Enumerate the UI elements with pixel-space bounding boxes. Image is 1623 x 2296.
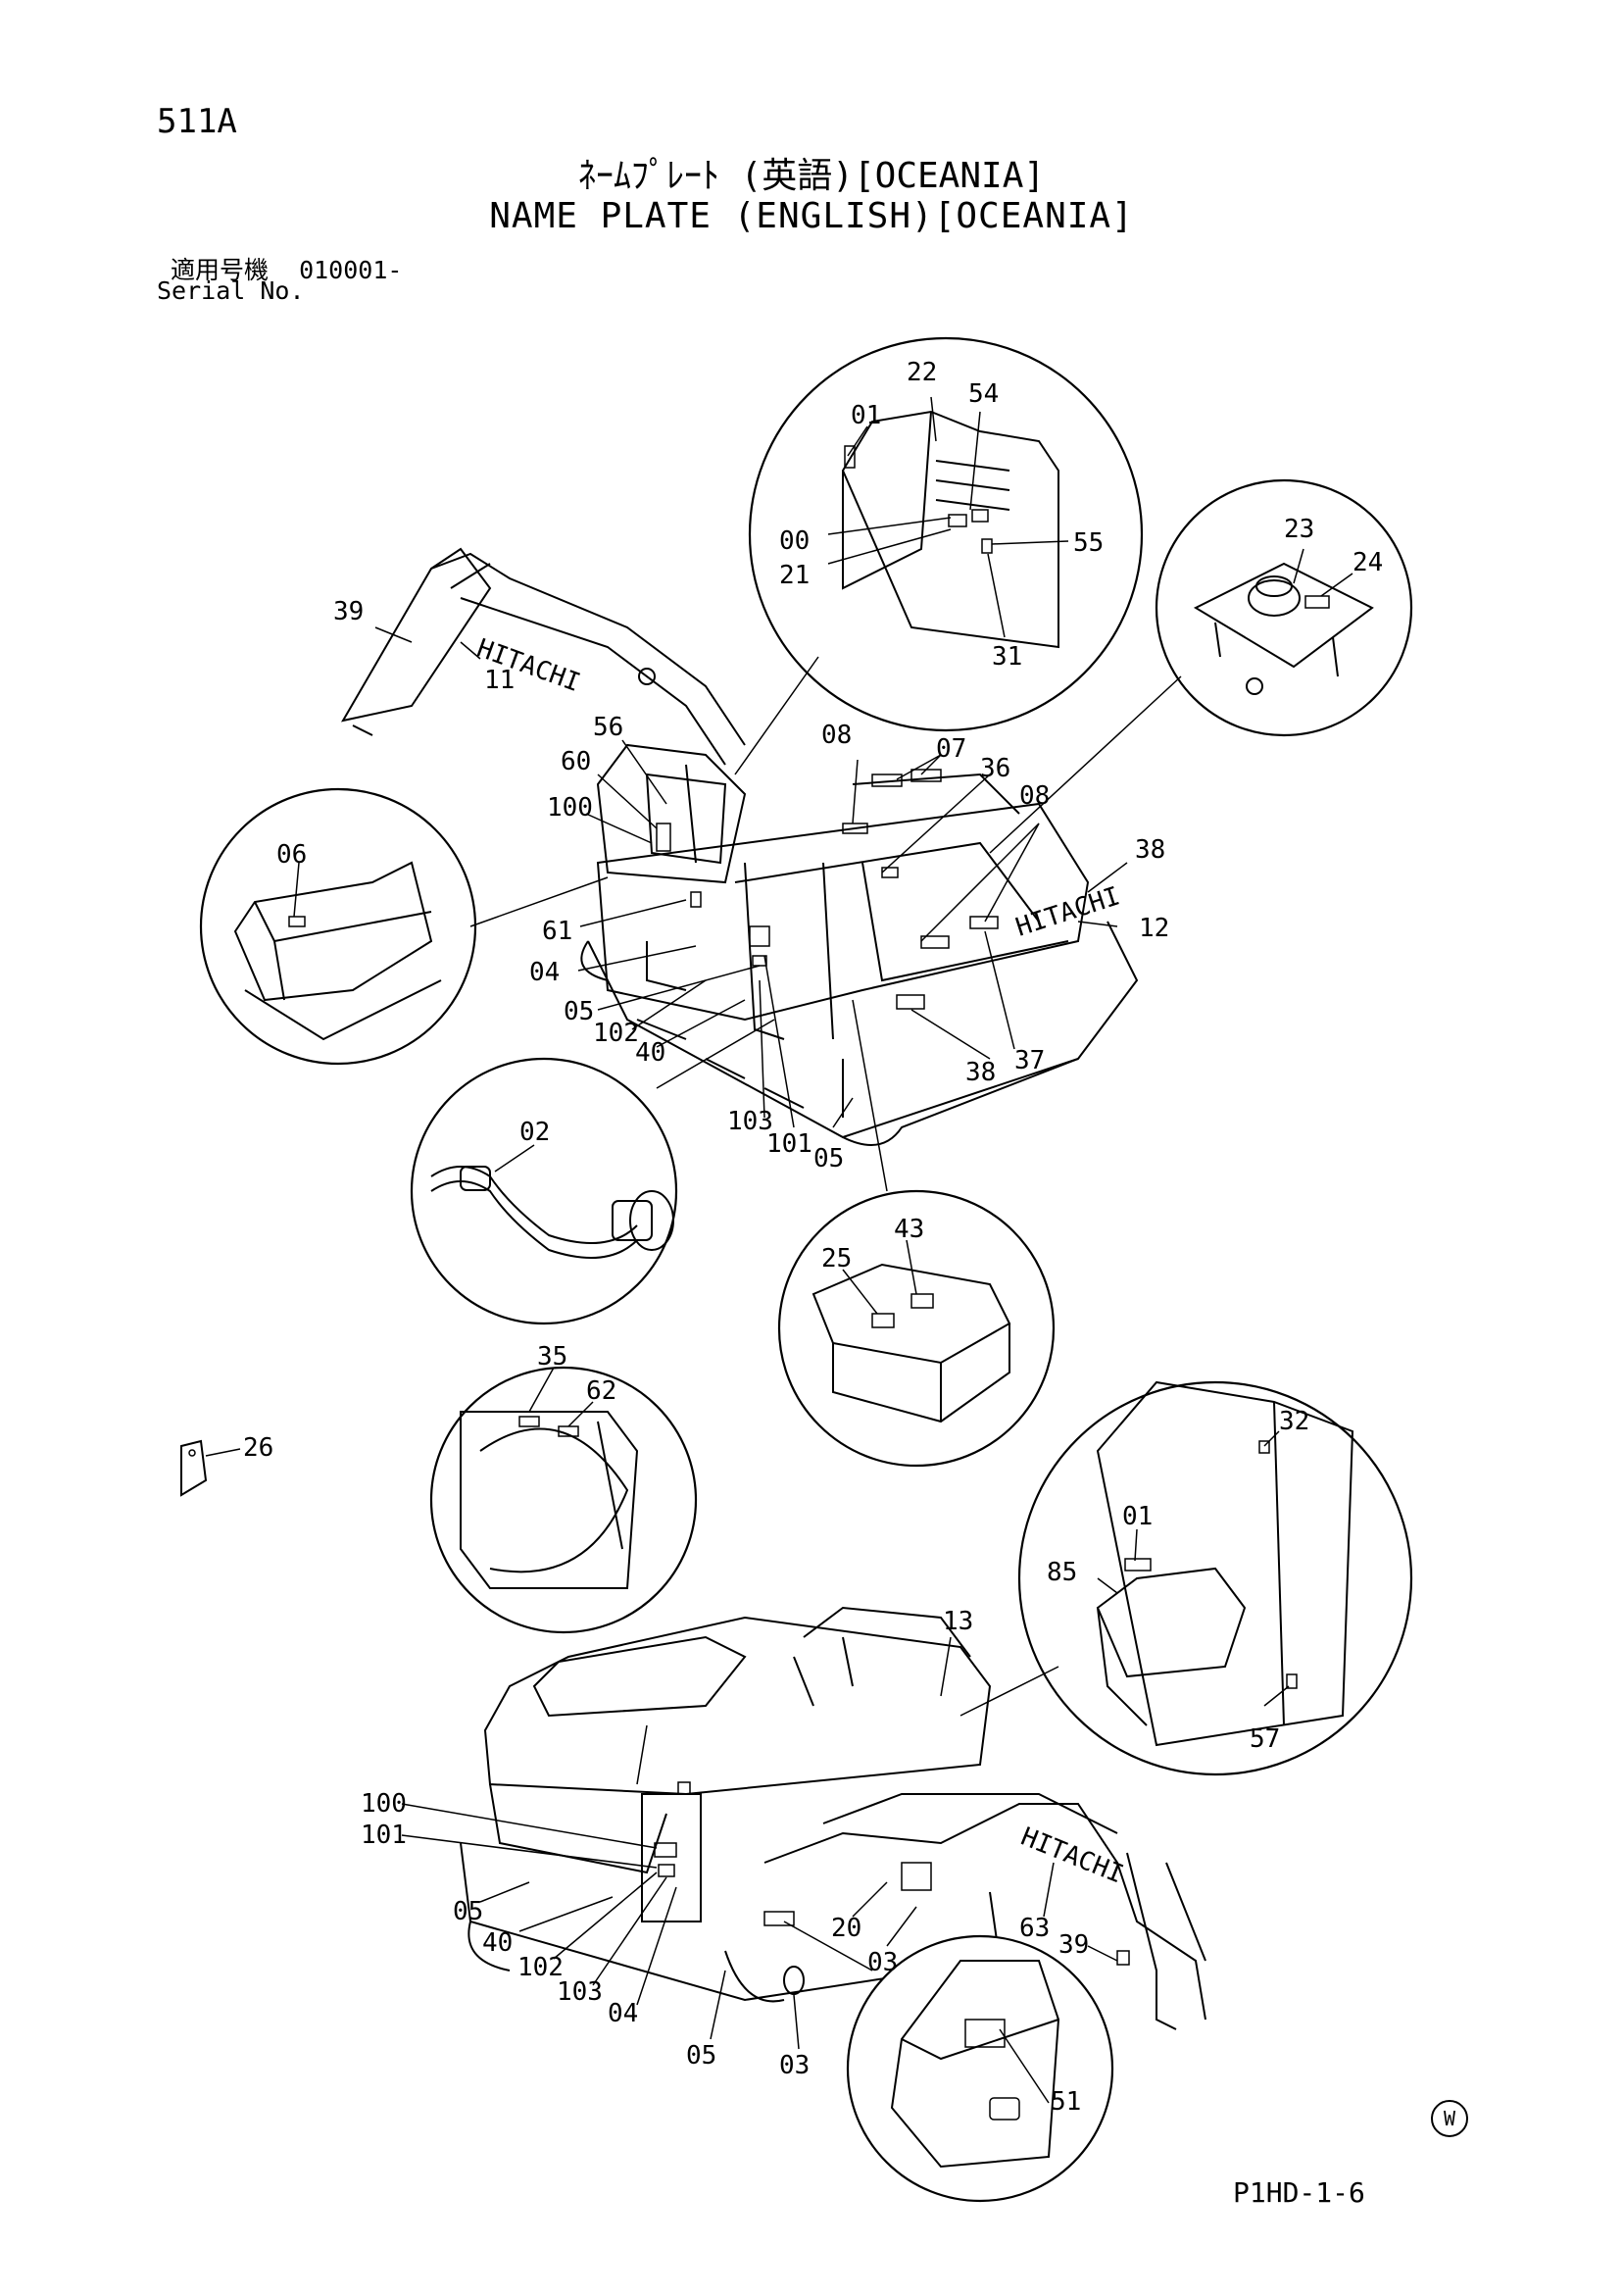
callout-102-upper: 102 [593, 1019, 639, 1048]
callout-02: 02 [519, 1118, 550, 1147]
watermark-symbol: W [1431, 2100, 1468, 2137]
callout-103-upper: 103 [727, 1107, 773, 1136]
callout-22: 22 [907, 358, 937, 387]
callout-43: 43 [894, 1215, 924, 1244]
callout-85: 85 [1047, 1558, 1077, 1587]
callout-100-lower: 100 [361, 1789, 407, 1819]
callout-32: 32 [1279, 1407, 1309, 1436]
callout-56: 56 [593, 713, 623, 742]
figure-code: P1HD-1-6 [1233, 2176, 1365, 2209]
callout-40-lower: 40 [482, 1928, 513, 1958]
callout-54: 54 [968, 379, 999, 409]
callout-08-a: 08 [821, 721, 852, 750]
page-id: 511A [157, 102, 237, 141]
serial-label-en: Serial No. [157, 276, 305, 305]
callout-01-lower: 01 [1122, 1502, 1153, 1531]
tag-plate [180, 1439, 208, 1497]
callout-51: 51 [1051, 2087, 1081, 2117]
callout-62: 62 [586, 1376, 616, 1406]
detail-controller-box [199, 787, 477, 1066]
callout-100-upper: 100 [547, 793, 593, 823]
callout-04-upper: 04 [529, 958, 560, 987]
detail-hose [410, 1057, 678, 1325]
callout-06: 06 [276, 840, 307, 870]
callout-40-upper: 40 [635, 1038, 665, 1068]
callout-24: 24 [1352, 548, 1383, 577]
callout-13: 13 [943, 1607, 973, 1636]
callout-12: 12 [1139, 914, 1169, 943]
callout-20: 20 [831, 1914, 861, 1943]
callout-11: 11 [484, 666, 515, 695]
callout-102-lower: 102 [517, 1953, 564, 1982]
callout-61: 61 [542, 917, 572, 946]
callout-31: 31 [992, 642, 1022, 672]
leader-lines [205, 396, 1353, 1457]
callout-04-lower: 04 [608, 1999, 638, 2028]
detail-battery-tray [777, 1189, 1056, 1468]
callout-03-a: 03 [867, 1948, 898, 1977]
serial-label-jp: 適用号機 [171, 256, 270, 284]
callout-37: 37 [1014, 1046, 1045, 1075]
detail-radiator [429, 1366, 698, 1634]
callout-39-lower: 39 [1058, 1930, 1089, 1960]
title-japanese: ﾈｰﾑﾌﾟﾚｰﾄ (英語)[OCEANIA] [577, 156, 1046, 196]
callout-00: 00 [779, 526, 810, 556]
callout-26: 26 [243, 1433, 273, 1463]
callout-05-d: 05 [686, 2041, 716, 2071]
callout-08-b: 08 [1019, 781, 1050, 811]
callout-03-b: 03 [779, 2051, 810, 2080]
callout-36: 36 [980, 754, 1010, 783]
detail-control-panel [1155, 478, 1413, 737]
serial-applicability: 適用号機 010001- [171, 251, 402, 286]
brand-label-boom: HITACHI [1016, 1822, 1127, 1890]
callout-57: 57 [1250, 1724, 1280, 1754]
detail-cab-interior [748, 336, 1144, 732]
callout-38-b: 38 [965, 1058, 996, 1087]
callout-25: 25 [821, 1244, 852, 1273]
detail-operator-seat [1017, 1380, 1413, 1776]
title-english: NAME PLATE (ENGLISH)[OCEANIA] [489, 196, 1134, 236]
callout-labels: 01 22 54 00 21 55 31 23 24 39 11 56 60 1… [243, 358, 1383, 2117]
callout-55: 55 [1073, 528, 1104, 558]
callout-63: 63 [1019, 1914, 1050, 1943]
brand-label-counterweight: HITACHI [1012, 881, 1123, 942]
callout-35: 35 [537, 1342, 567, 1372]
callout-101-lower: 101 [361, 1821, 407, 1850]
callout-60: 60 [561, 747, 591, 776]
callout-01: 01 [851, 401, 881, 430]
callout-23: 23 [1284, 515, 1314, 544]
callout-39-upper: 39 [333, 597, 364, 626]
callout-05-b: 05 [813, 1144, 844, 1173]
callout-21: 21 [779, 561, 810, 590]
callout-07: 07 [936, 734, 966, 764]
callout-05-c: 05 [453, 1897, 483, 1926]
leader-lines-lower [401, 1430, 1290, 2104]
callout-103-lower: 103 [557, 1977, 603, 2007]
detail-monitor [846, 1934, 1114, 2203]
serial-value: 010001- [299, 256, 403, 284]
callout-38-a: 38 [1135, 835, 1165, 865]
callout-101-upper: 101 [766, 1129, 812, 1159]
callout-05-a: 05 [564, 997, 594, 1026]
